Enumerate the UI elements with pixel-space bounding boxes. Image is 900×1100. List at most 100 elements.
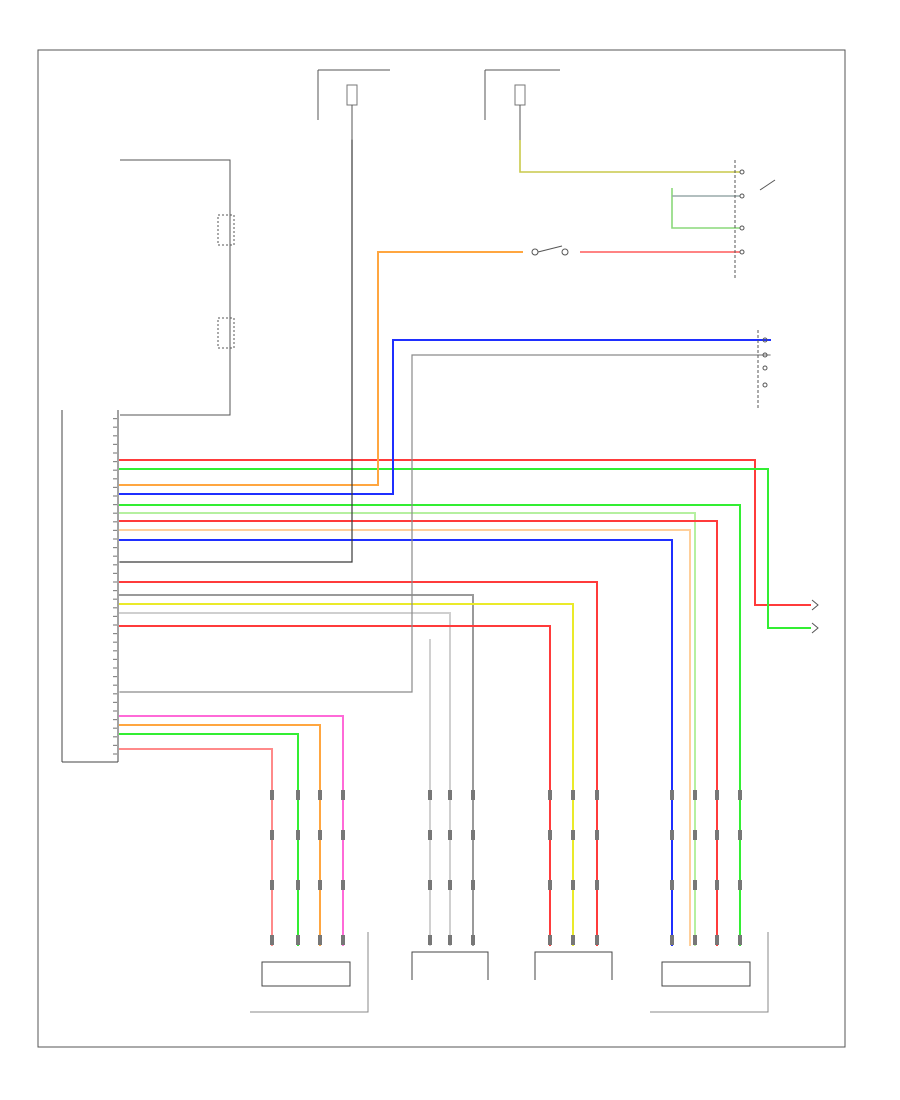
ecu-pin xyxy=(113,590,117,592)
wire-connector-mark xyxy=(715,830,719,840)
wire-green-4 xyxy=(119,733,299,946)
ecu-pin xyxy=(113,667,117,669)
wire-connector-mark xyxy=(670,935,674,945)
ecu-pin xyxy=(113,633,117,635)
wire-connector-mark xyxy=(270,880,274,890)
wire-connector-mark xyxy=(318,880,322,890)
ecu-pin xyxy=(113,443,117,445)
ecu-pin xyxy=(113,607,117,609)
wire-orange-1 xyxy=(119,251,523,486)
ecu-pin xyxy=(113,521,117,523)
wire-connector-mark xyxy=(296,935,300,945)
wire-connector-mark xyxy=(715,935,719,945)
fuse-box-top-left xyxy=(317,69,390,140)
ecu-pin xyxy=(113,581,117,583)
ecu-pin xyxy=(113,418,117,420)
ecu-pin xyxy=(113,469,117,471)
wire-connector-mark xyxy=(471,935,475,945)
ecu-pin xyxy=(113,555,117,557)
ecu-pin xyxy=(113,478,117,480)
wire-connector-mark xyxy=(738,880,742,890)
ecu-pin xyxy=(113,512,117,514)
ecu-pin xyxy=(113,461,117,463)
wire-connector-mark xyxy=(715,880,719,890)
wire-connector-mark xyxy=(693,790,697,800)
ecu-pin xyxy=(113,435,117,437)
wire-gray-3 xyxy=(119,354,771,693)
wire-connector-mark xyxy=(693,935,697,945)
wire-connector-mark xyxy=(471,790,475,800)
wire-connector-mark xyxy=(571,830,575,840)
switch-assembly-right-top xyxy=(734,160,776,280)
wire-green-1 xyxy=(119,468,811,629)
wire-connector-mark xyxy=(595,790,599,800)
ecu-pin xyxy=(113,624,117,626)
wire-connector-mark xyxy=(428,880,432,890)
wire-connector-mark xyxy=(571,790,575,800)
wire-connector-mark xyxy=(738,935,742,945)
wire-green-top xyxy=(671,188,740,229)
wire-connector-mark xyxy=(296,880,300,890)
wire-red-3 xyxy=(119,581,598,946)
wire-connector-mark xyxy=(448,880,452,890)
wire-connector-mark xyxy=(270,790,274,800)
wire-connector-mark xyxy=(318,935,322,945)
wire-connector-mark xyxy=(738,830,742,840)
switch-right-middle xyxy=(757,330,768,410)
wire-connector-mark xyxy=(296,830,300,840)
ecu-pin xyxy=(113,719,117,721)
wire-connector-mark xyxy=(693,830,697,840)
wire-connector-mark xyxy=(471,880,475,890)
wire-connector-mark xyxy=(428,790,432,800)
wire-pink-1 xyxy=(119,715,344,946)
wire-connector-mark xyxy=(341,790,345,800)
sensor-left xyxy=(250,932,369,1013)
wire-connector-mark xyxy=(571,880,575,890)
wire-yellow-top xyxy=(519,140,740,173)
wire-connector-mark xyxy=(270,935,274,945)
ecu-pin xyxy=(113,753,117,755)
wire-connector-mark xyxy=(448,935,452,945)
ecu-pin xyxy=(113,744,117,746)
wire-connector-mark xyxy=(341,880,345,890)
relay-top-center xyxy=(531,245,569,256)
wire-connector-mark xyxy=(318,790,322,800)
ecu-pin xyxy=(113,486,117,488)
ecu-pin xyxy=(113,452,117,454)
sensor-right xyxy=(650,932,769,1013)
ecu-pin xyxy=(113,495,117,497)
wire-connector-mark xyxy=(548,830,552,840)
ecu-pin xyxy=(113,658,117,660)
wire-connector-mark xyxy=(571,935,575,945)
wire-connector-mark xyxy=(448,790,452,800)
wire-connector-mark xyxy=(595,830,599,840)
wire-connector-mark xyxy=(341,935,345,945)
sensor-rear xyxy=(411,951,489,980)
wire-connector-mark xyxy=(548,880,552,890)
wire-connector-mark xyxy=(471,830,475,840)
ecu-pin xyxy=(113,676,117,678)
ecu-pin xyxy=(113,684,117,686)
wire-connector-mark xyxy=(270,830,274,840)
wire-connector-mark xyxy=(670,790,674,800)
wire-connector-mark xyxy=(670,880,674,890)
wire-yellow-1 xyxy=(119,603,574,946)
ecu-connector xyxy=(61,410,119,763)
wire-blue-2 xyxy=(119,539,673,946)
wire-connector-mark xyxy=(595,880,599,890)
wire-orange-3 xyxy=(119,724,321,946)
wire-connector-mark xyxy=(428,935,432,945)
wire-blue-1 xyxy=(119,339,771,495)
wire-connector-mark xyxy=(428,830,432,840)
ecu-pin xyxy=(113,504,117,506)
ecu-pin xyxy=(113,426,117,428)
ecu-pin xyxy=(113,538,117,540)
wire-red-1 xyxy=(119,459,811,606)
ecu-pin xyxy=(113,727,117,729)
wire-brown-1 xyxy=(119,139,353,563)
ecu-pin xyxy=(113,572,117,574)
wire-gray-1 xyxy=(119,594,474,946)
fuse-box-top-right xyxy=(484,69,560,140)
wire-connector-mark xyxy=(715,790,719,800)
